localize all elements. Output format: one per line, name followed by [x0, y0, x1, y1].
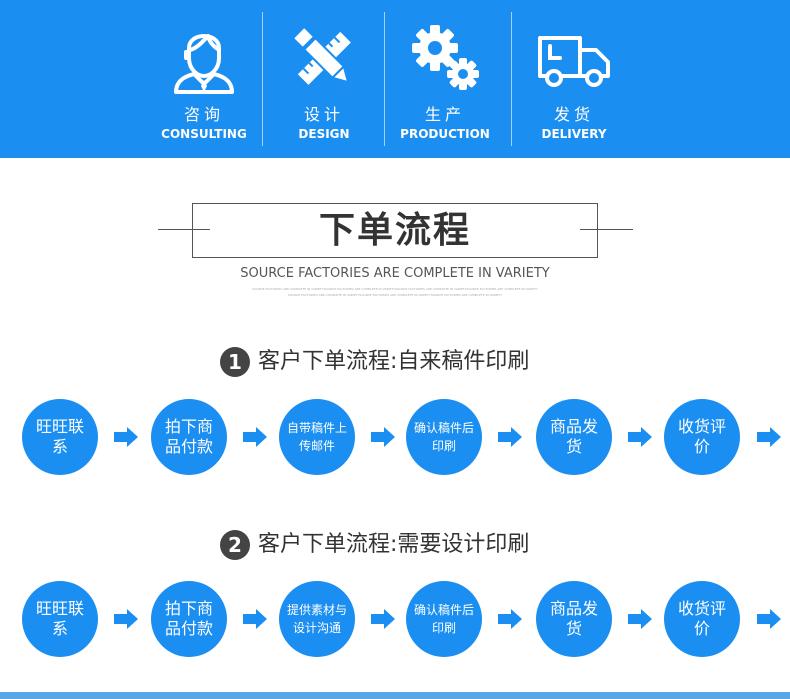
- stage-cn-label: 生产: [424, 105, 465, 124]
- stage-cn-label: 设计: [303, 105, 344, 124]
- arrow-right-icon: [628, 609, 652, 629]
- flow-step: 收货评价: [664, 399, 740, 475]
- banner-divider: [384, 12, 385, 146]
- arrow-right-icon: [371, 427, 395, 447]
- arrow-right-icon: [114, 609, 138, 629]
- step-number-badge: 2: [220, 530, 250, 560]
- arrow-right-icon: [243, 427, 267, 447]
- flow-step: 确认稿件后印刷: [406, 581, 482, 657]
- step-label: 商品发货: [549, 599, 598, 638]
- flow-step: 提供素材与设计沟通: [279, 581, 355, 657]
- step-label: 确认稿件后印刷: [414, 603, 475, 635]
- title-frame: [192, 203, 598, 258]
- fine-print-line: SOURCE FACTORIES ARE COMPLETE IN VARIETY…: [252, 287, 538, 291]
- stage-production: 生产 PRODUCTION: [383, 0, 507, 158]
- arrow-right-icon: [498, 427, 522, 447]
- arrow-right-icon: [757, 427, 781, 447]
- title-right-rule: [580, 229, 633, 230]
- stage-en-label: DELIVERY: [541, 127, 607, 141]
- arrow-right-icon: [243, 609, 267, 629]
- flow-step: 旺旺联系: [22, 399, 98, 475]
- banner-divider: [262, 12, 263, 146]
- step-label: 商品发货: [549, 417, 598, 456]
- step-label: 旺旺联系: [35, 417, 84, 456]
- step-label: 拍下商品付款: [164, 417, 213, 456]
- flow-step: 商品发货: [536, 581, 612, 657]
- section-title: 下单流程: [318, 210, 471, 251]
- section-subtitle: SOURCE FACTORIES ARE COMPLETE IN VARIETY: [240, 266, 550, 281]
- arrow-right-icon: [757, 609, 781, 629]
- flow-step: 拍下商品付款: [151, 581, 227, 657]
- stage-en-label: DESIGN: [298, 127, 350, 141]
- banner-divider: [511, 12, 512, 146]
- step-label: 提供素材与设计沟通: [287, 603, 348, 635]
- footer-rule: [0, 692, 790, 699]
- pencil-ruler-icon: [291, 25, 351, 85]
- title-left-rule: [158, 229, 210, 230]
- flow-step: 确认稿件后印刷: [406, 399, 482, 475]
- stage-cn-label: 发货: [553, 105, 594, 124]
- flow-heading-text: 客户下单流程:需要设计印刷: [258, 532, 530, 557]
- stage-en-label: PRODUCTION: [400, 127, 490, 141]
- step-label: 收货评价: [677, 417, 726, 456]
- flow-step: 收货评价: [664, 581, 740, 657]
- step-label: 旺旺联系: [35, 599, 84, 638]
- stage-cn-label: 咨询: [183, 105, 224, 124]
- truck-icon: [538, 36, 610, 87]
- flow-step: 拍下商品付款: [151, 399, 227, 475]
- stage-en-label: CONSULTING: [161, 127, 247, 141]
- arrow-right-icon: [371, 609, 395, 629]
- flow-heading-text: 客户下单流程:自来稿件印刷: [258, 349, 530, 374]
- step-label: 收货评价: [677, 599, 726, 638]
- arrow-right-icon: [114, 427, 138, 447]
- flow-heading-2: 2 客户下单流程:需要设计印刷: [220, 529, 529, 561]
- step-label: 确认稿件后印刷: [414, 421, 475, 453]
- step-label: 自带稿件上传邮件: [287, 421, 348, 453]
- stage-delivery: 发货 DELIVERY: [512, 0, 636, 158]
- flow-step: 自带稿件上传邮件: [279, 399, 355, 475]
- step-label: 拍下商品付款: [164, 599, 213, 638]
- flow-step: 旺旺联系: [22, 581, 98, 657]
- gears-icon: [412, 25, 479, 90]
- step-number-badge: 1: [220, 347, 250, 377]
- stage-design: 设计 DESIGN: [262, 0, 386, 158]
- arrow-right-icon: [498, 609, 522, 629]
- consultant-icon: [174, 34, 234, 94]
- fine-print-line: SOURCE FACTORIES ARE COMPLETE IN VARIETY…: [287, 293, 503, 297]
- arrow-right-icon: [628, 427, 652, 447]
- flow-heading-1: 1 客户下单流程:自来稿件印刷: [220, 346, 529, 378]
- flow-step: 商品发货: [536, 399, 612, 475]
- stage-consulting: 咨询 CONSULTING: [142, 0, 266, 158]
- process-banner: [0, 0, 790, 158]
